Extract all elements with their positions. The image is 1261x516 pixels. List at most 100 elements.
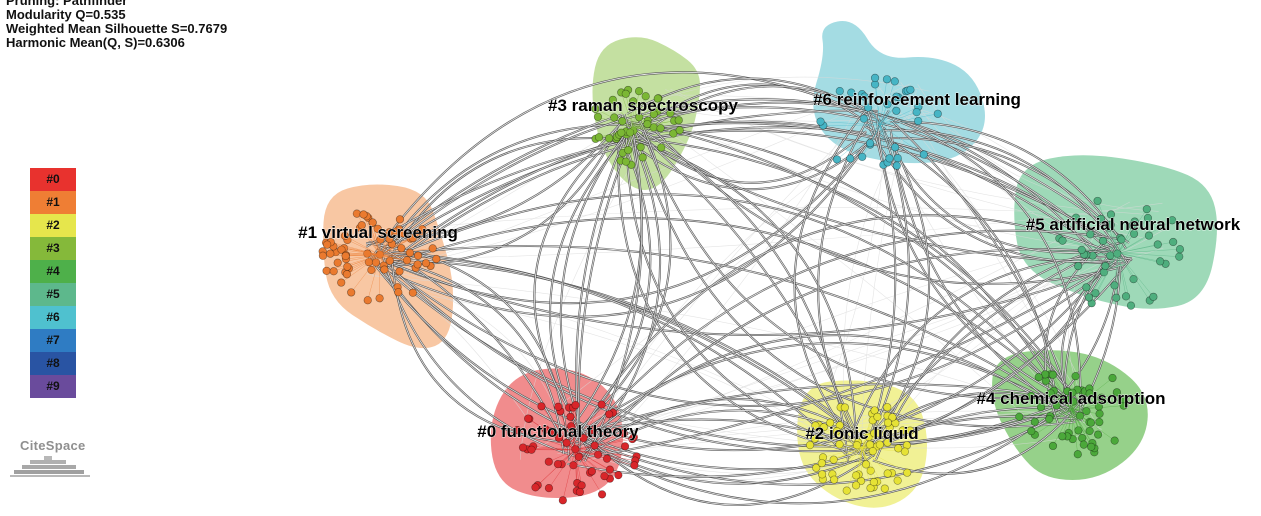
node-2 <box>875 440 884 449</box>
node-3 <box>656 124 665 133</box>
node-3 <box>593 112 603 121</box>
node-link <box>345 254 381 257</box>
link <box>387 245 1069 411</box>
node-0 <box>605 410 614 419</box>
node-link <box>348 254 381 269</box>
node-4 <box>1034 373 1043 382</box>
node-link <box>1034 409 1073 435</box>
node-6 <box>832 155 842 164</box>
node-0 <box>571 400 580 410</box>
node-link <box>337 254 381 264</box>
cluster-label-1: #1 virtual screening <box>298 223 458 242</box>
node-0 <box>575 487 585 497</box>
node-3 <box>657 143 666 152</box>
node-2 <box>869 477 878 487</box>
node-link <box>879 124 898 166</box>
node-1 <box>413 251 423 260</box>
link <box>585 411 1066 486</box>
node-0 <box>605 465 614 474</box>
cluster-label-6: #6 reinforcement learning <box>813 90 1021 109</box>
legend-item-0: #0 <box>30 168 76 191</box>
node-5 <box>1143 213 1153 223</box>
node-link <box>1114 252 1119 286</box>
link <box>617 137 875 457</box>
silhouette-text: Weighted Mean Silhouette S=0.7679 <box>6 21 228 36</box>
node-2 <box>851 481 861 490</box>
node-link <box>861 416 878 449</box>
link <box>633 125 1076 428</box>
node-link <box>1081 249 1119 254</box>
node-link <box>1117 252 1154 297</box>
node-link <box>1075 217 1119 254</box>
node-4 <box>1058 394 1067 403</box>
node-link <box>850 124 881 159</box>
node-4 <box>1058 432 1067 441</box>
node-link <box>861 447 888 474</box>
node-0 <box>554 402 563 411</box>
node-link <box>1071 409 1085 445</box>
node-2 <box>817 459 826 468</box>
node-link <box>574 433 624 451</box>
node-link <box>574 449 593 472</box>
node-3 <box>605 134 614 143</box>
node-link <box>879 124 896 148</box>
network-statistics: Pruning: Pathfinder Modularity Q=0.535 W… <box>6 0 227 50</box>
node-link <box>562 449 576 501</box>
node-2 <box>868 447 877 456</box>
node-2 <box>861 460 871 469</box>
node-5 <box>1153 240 1162 249</box>
node-link <box>379 254 416 269</box>
node-link <box>333 254 381 272</box>
node-3 <box>636 142 645 152</box>
node-1 <box>428 244 437 253</box>
node-2 <box>893 476 902 485</box>
link <box>568 230 1120 459</box>
node-6 <box>933 109 942 118</box>
node-2 <box>811 421 820 430</box>
node-link <box>1052 374 1073 411</box>
node-2 <box>829 455 838 464</box>
node-link <box>1117 252 1161 262</box>
node-link <box>574 446 626 451</box>
node-link <box>627 89 634 129</box>
node-0 <box>620 442 630 451</box>
link <box>623 127 886 190</box>
node-link <box>823 426 863 449</box>
node-link <box>1117 252 1180 257</box>
node-link <box>1019 409 1073 418</box>
node-5 <box>1073 261 1083 271</box>
node-3 <box>629 97 638 106</box>
modularity-text: Modularity Q=0.535 <box>6 7 126 22</box>
node-link <box>632 127 643 158</box>
node-1 <box>397 244 406 253</box>
node-3 <box>649 110 658 119</box>
node-0 <box>562 438 571 447</box>
node-2 <box>870 406 879 415</box>
node-2 <box>894 444 903 453</box>
node-1 <box>418 225 427 234</box>
node-link <box>379 231 396 256</box>
legend-item-8: #8 <box>30 352 76 375</box>
node-2 <box>873 412 882 421</box>
background-link <box>814 76 893 419</box>
node-link <box>345 254 381 273</box>
node-0 <box>566 412 575 421</box>
link <box>872 396 1085 475</box>
node-link <box>1071 409 1079 455</box>
node-0 <box>600 472 609 481</box>
node-2 <box>826 418 835 427</box>
node-link <box>879 81 896 126</box>
link <box>534 132 620 436</box>
node-link <box>879 111 917 126</box>
node-0 <box>554 433 564 443</box>
cluster-label-4: #4 chemical adsorption <box>977 389 1166 408</box>
node-6 <box>890 143 900 152</box>
node-0 <box>524 414 533 423</box>
node-6 <box>882 75 892 84</box>
node-4 <box>1087 442 1096 451</box>
node-link <box>570 416 576 451</box>
node-4 <box>1052 401 1061 410</box>
node-1 <box>340 231 350 240</box>
node-link <box>879 124 884 165</box>
link <box>376 250 860 438</box>
